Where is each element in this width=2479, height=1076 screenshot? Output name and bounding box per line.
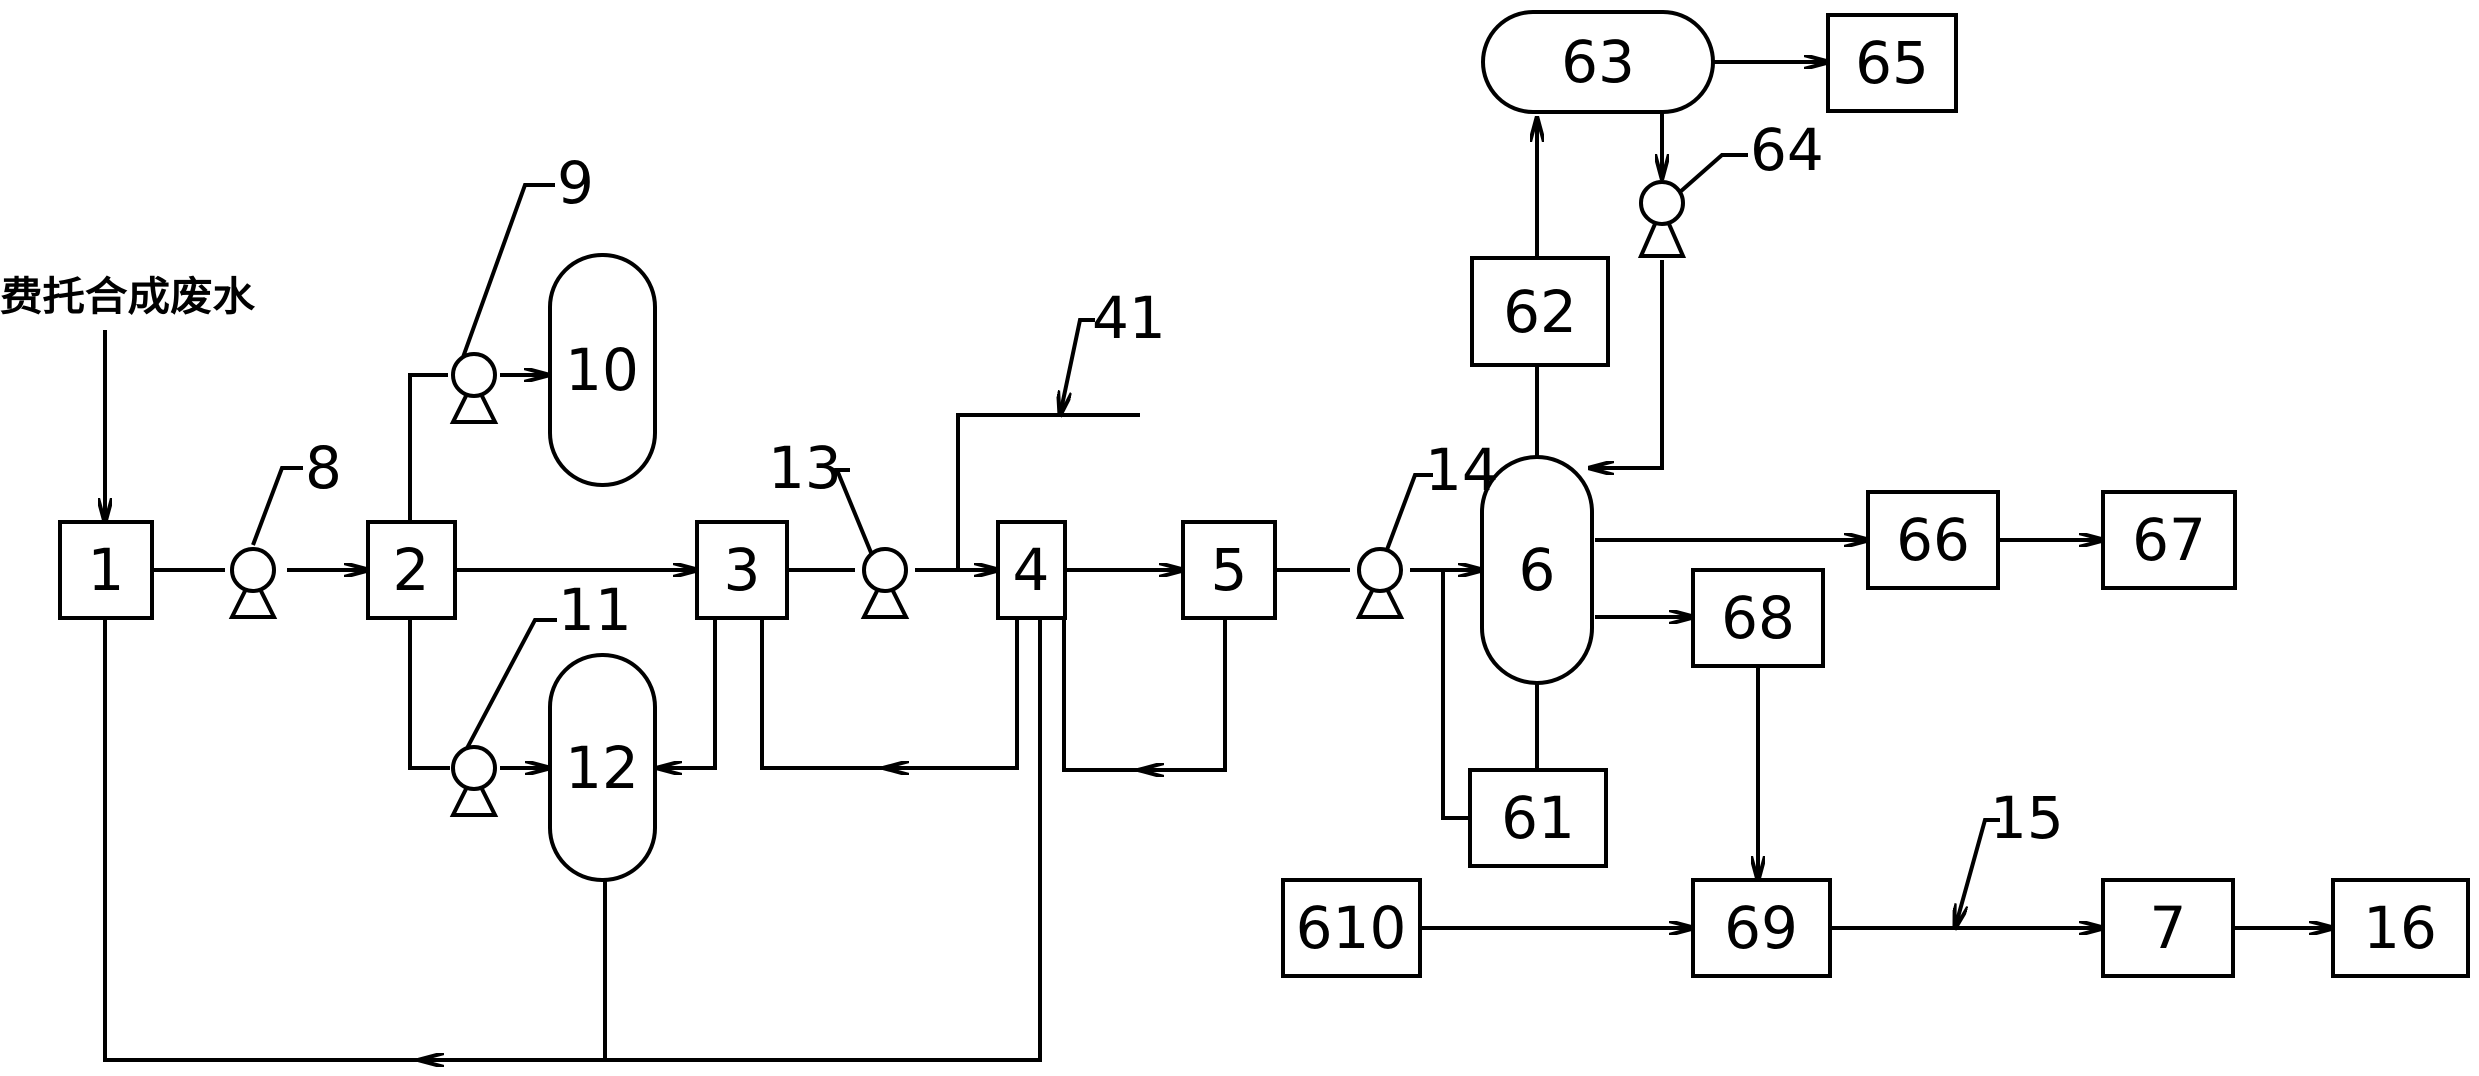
unit-16-label: 16 (2363, 894, 2437, 962)
unit-61-label: 61 (1501, 784, 1575, 852)
unit-67-box (2101, 490, 2237, 590)
unit-10-label: 10 (565, 336, 639, 404)
unit-6-label: 6 (1519, 536, 1556, 604)
unit-2-box (366, 520, 457, 620)
flow-lines (105, 62, 2333, 1060)
unit-62-label: 62 (1503, 278, 1577, 346)
unit-66-box (1866, 490, 2000, 590)
tank-63 (1481, 10, 1715, 114)
pump-8 (228, 547, 278, 619)
callout-11: 11 (558, 576, 632, 644)
unit-69-box (1691, 878, 1832, 978)
unit-65-label: 65 (1855, 29, 1929, 97)
unit-7-box (2101, 878, 2235, 978)
unit-610-label: 610 (1296, 894, 1407, 962)
unit-4-box (996, 520, 1067, 620)
pump-13 (860, 547, 910, 619)
callout-64: 64 (1750, 116, 1824, 184)
unit-63-label: 63 (1561, 28, 1635, 96)
callout-leaders (251, 153, 2000, 928)
vessel-6 (1480, 455, 1594, 685)
unit-3-label: 3 (724, 536, 761, 604)
callout-15: 15 (1990, 784, 2064, 852)
unit-62-box (1470, 256, 1610, 367)
vessel-12 (548, 653, 657, 882)
pump-9 (449, 352, 499, 424)
unit-68-box (1691, 568, 1825, 668)
unit-61-box (1468, 768, 1608, 868)
unit-5-box (1181, 520, 1277, 620)
callout-9: 9 (557, 149, 594, 217)
callout-14: 14 (1425, 436, 1499, 504)
callout-13: 13 (768, 434, 842, 502)
vessel-10 (548, 253, 657, 487)
unit-66-label: 66 (1896, 506, 1970, 574)
pump-11 (449, 745, 499, 817)
unit-7-label: 7 (2150, 894, 2187, 962)
unit-65-box (1826, 13, 1958, 113)
unit-3-box (695, 520, 789, 620)
unit-67-label: 67 (2132, 506, 2206, 574)
unit-2-label: 2 (393, 536, 430, 604)
callout-41: 41 (1092, 284, 1166, 352)
unit-4-label: 4 (1013, 536, 1050, 604)
unit-12-label: 12 (565, 734, 639, 802)
callout-8: 8 (305, 434, 342, 502)
pump-14 (1355, 547, 1405, 619)
unit-16-box (2331, 878, 2470, 978)
unit-610-box (1281, 878, 1422, 978)
unit-5-label: 5 (1211, 536, 1248, 604)
wastewater-source-label: 费托合成废水 (0, 274, 256, 320)
unit-68-label: 68 (1721, 584, 1795, 652)
pump-64 (1637, 180, 1687, 258)
unit-69-label: 69 (1724, 894, 1798, 962)
unit-1-box (58, 520, 154, 620)
unit-1-label: 1 (88, 536, 125, 604)
